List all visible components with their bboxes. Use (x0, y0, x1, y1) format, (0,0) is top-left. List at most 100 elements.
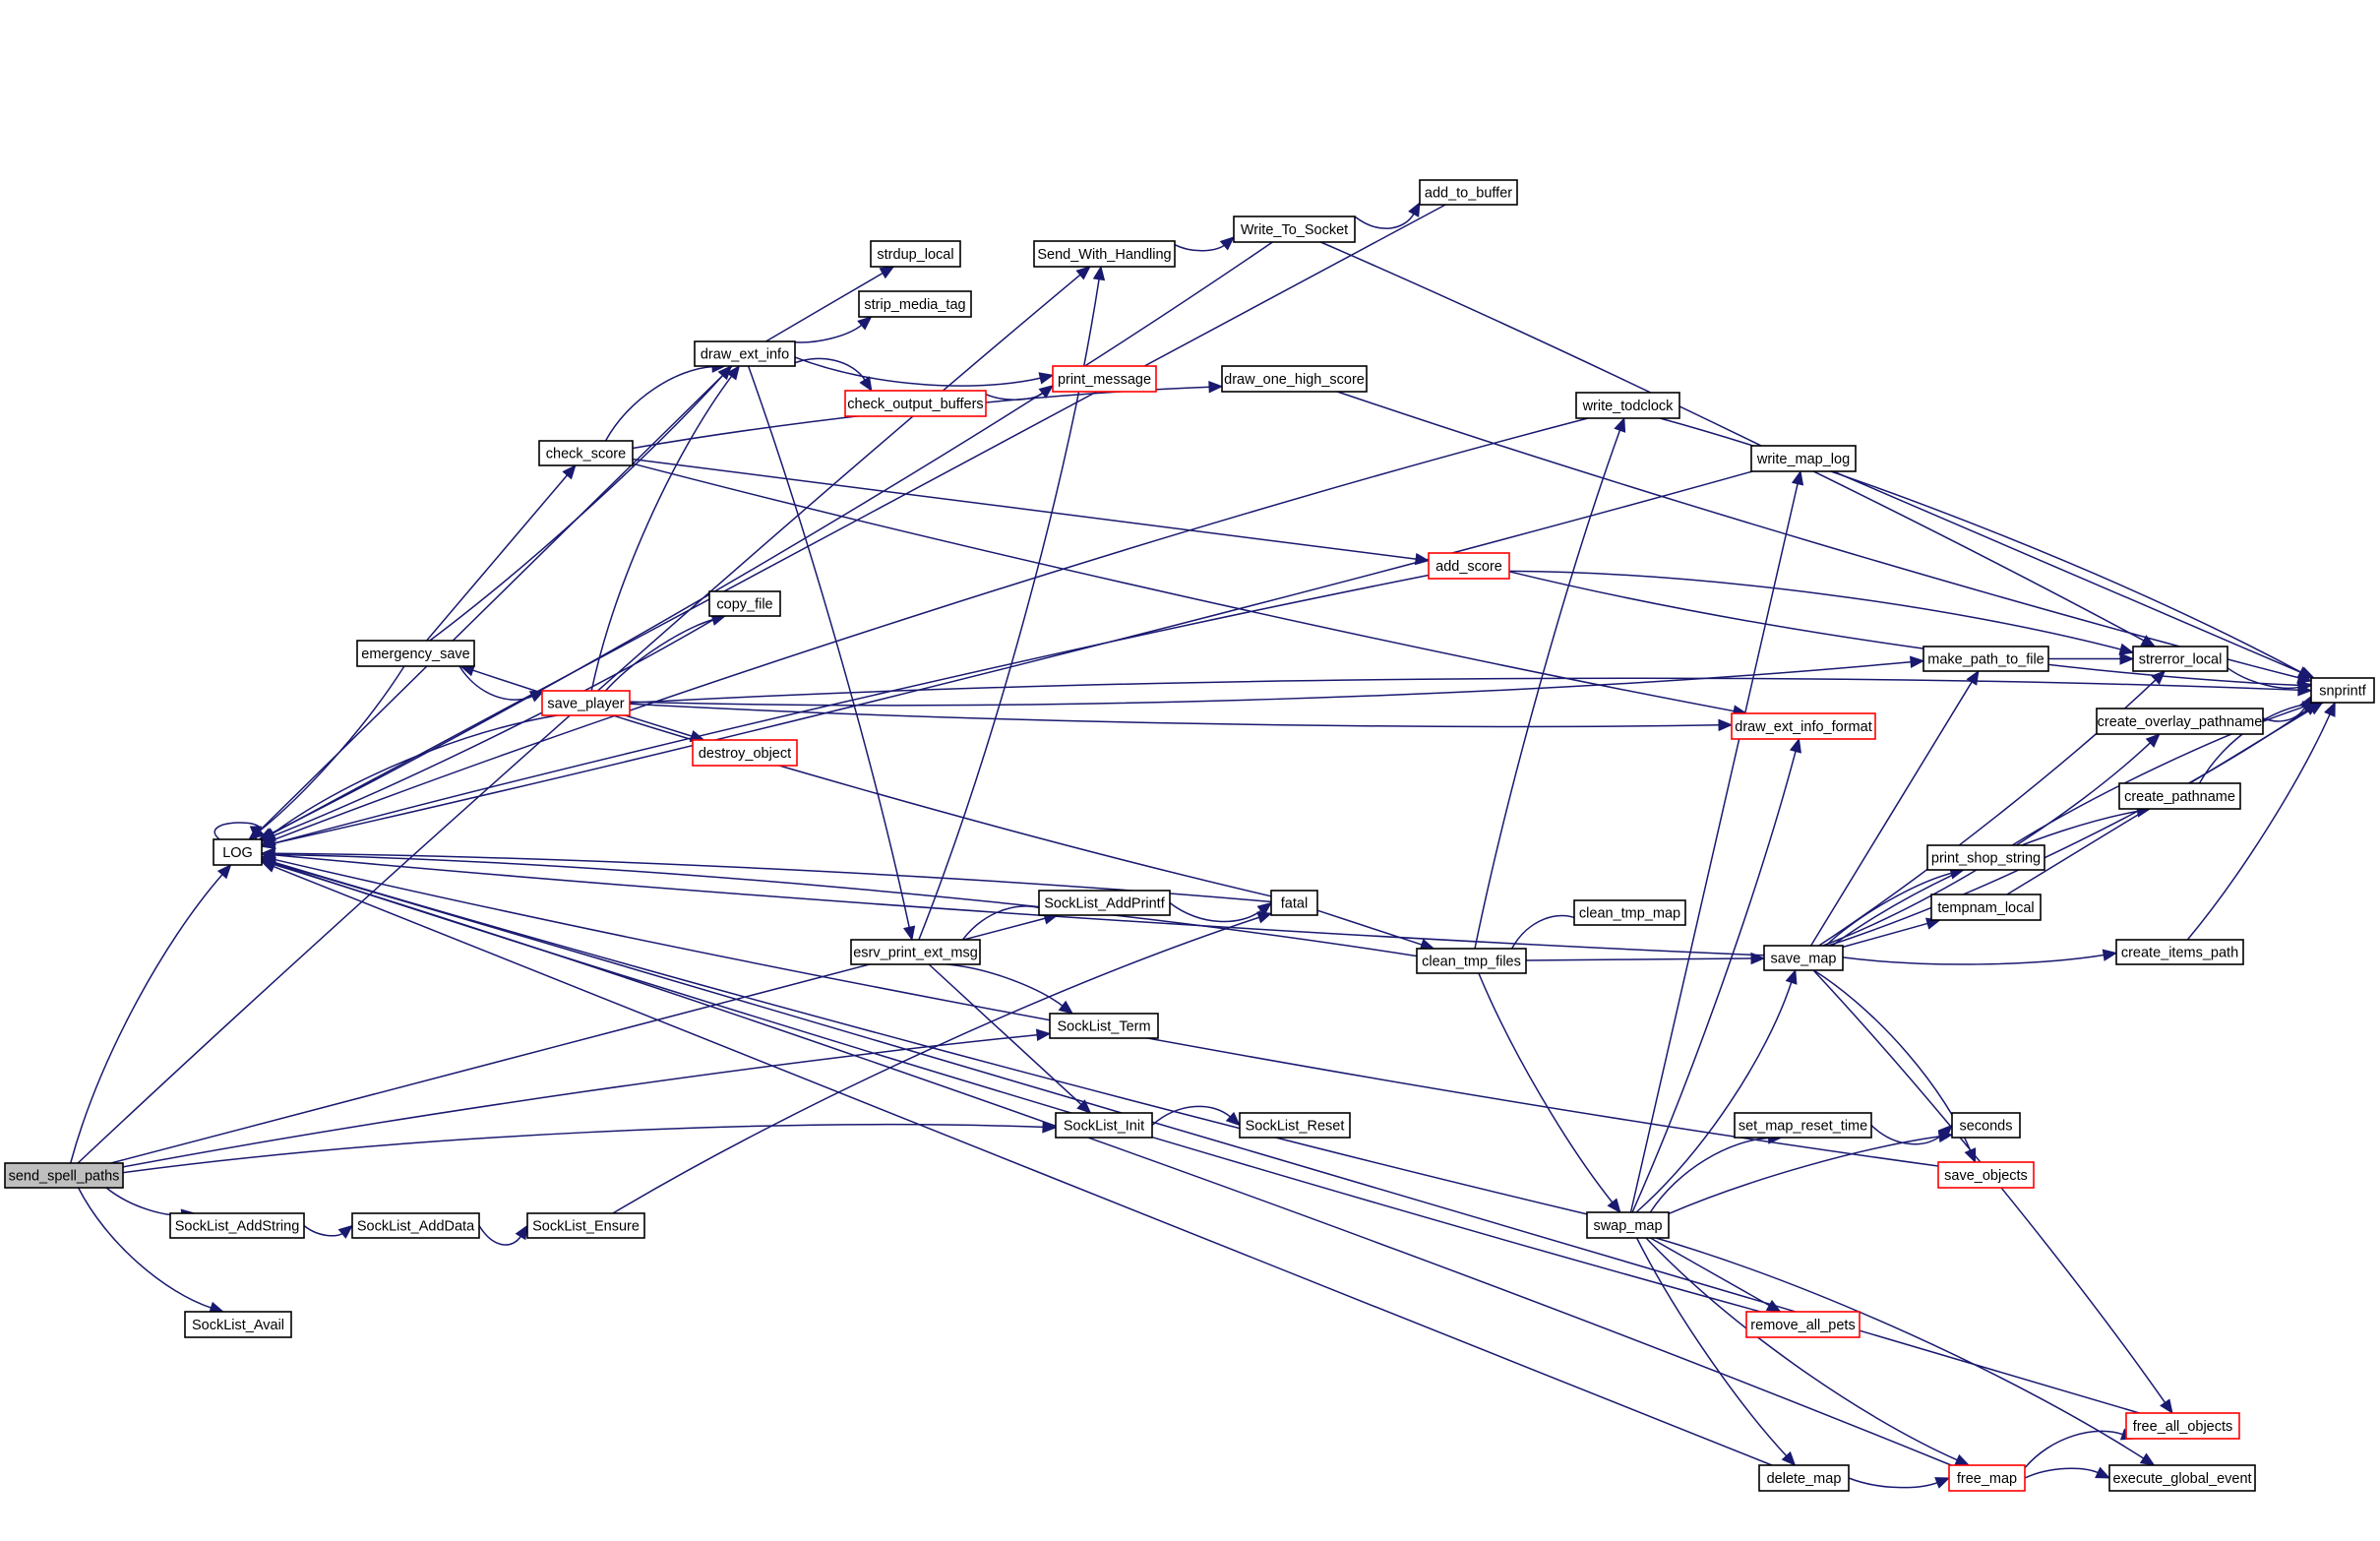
node-box[interactable] (1033, 240, 1176, 268)
node-box[interactable] (1745, 1311, 1861, 1338)
node-box[interactable] (1586, 1211, 1670, 1239)
node-print-message[interactable]: print_message (1052, 365, 1157, 393)
node-box[interactable] (1575, 392, 1680, 419)
node-box[interactable] (541, 690, 631, 716)
node-socklist-reset[interactable]: SockList_Reset (1239, 1112, 1351, 1139)
node-box[interactable] (870, 240, 961, 268)
node-copy-file[interactable]: copy_file (708, 590, 781, 617)
node-create-overlay-pathname[interactable]: create_overlay_pathname (2096, 708, 2264, 735)
node-box[interactable] (526, 1212, 645, 1239)
node-free-map[interactable]: free_map (1948, 1464, 2026, 1492)
node-snprintf[interactable]: snprintf (2310, 677, 2375, 704)
node-socklist-adddata[interactable]: SockList_AddData (351, 1212, 480, 1239)
node-box[interactable] (694, 340, 796, 367)
node-emergency-save[interactable]: emergency_save (356, 640, 475, 667)
node-make-path-to-file[interactable]: make_path_to_file (1922, 646, 2049, 672)
node-write-to-socket[interactable]: Write_To_Socket (1233, 216, 1356, 243)
node-strerror-local[interactable]: strerror_local (2132, 646, 2228, 672)
node-box[interactable] (184, 1311, 292, 1338)
node-strdup-local[interactable]: strdup_local (870, 240, 961, 268)
node-box[interactable] (844, 390, 987, 417)
node-box[interactable] (538, 440, 634, 466)
node-socklist-init[interactable]: SockList_Init (1055, 1112, 1153, 1139)
node-box[interactable] (169, 1212, 305, 1239)
node-save-player[interactable]: save_player (541, 690, 631, 716)
node-seconds[interactable]: seconds (1951, 1112, 2021, 1139)
node-box[interactable] (351, 1212, 480, 1239)
node-clean-tmp-map[interactable]: clean_tmp_map (1573, 899, 1686, 926)
node-box[interactable] (1930, 894, 2042, 921)
node-box[interactable] (2118, 782, 2241, 810)
node-set-map-reset-time[interactable]: set_map_reset_time (1734, 1112, 1872, 1139)
node-box[interactable] (2096, 708, 2264, 735)
node-add-to-buffer[interactable]: add_to_buffer (1419, 179, 1518, 206)
node-socklist-ensure[interactable]: SockList_Ensure (526, 1212, 645, 1239)
node-box[interactable] (1573, 899, 1686, 926)
node-box[interactable] (1428, 552, 1510, 580)
node-send-spell-paths[interactable]: send_spell_paths (4, 1162, 124, 1189)
node-check-output-buffers[interactable]: check_output_buffers (844, 390, 987, 417)
node-box[interactable] (1270, 890, 1318, 916)
node-write-todclock[interactable]: write_todclock (1575, 392, 1680, 419)
node-box[interactable] (1951, 1112, 2021, 1139)
node-save-map[interactable]: save_map (1763, 945, 1844, 971)
node-box[interactable] (1416, 948, 1527, 974)
node-box[interactable] (1948, 1464, 2026, 1492)
node-socklist-avail[interactable]: SockList_Avail (184, 1311, 292, 1338)
node-box[interactable] (1731, 712, 1876, 740)
node-box[interactable] (1038, 890, 1171, 916)
node-strip-media-tag[interactable]: strip_media_tag (858, 290, 972, 318)
node-socklist-term[interactable]: SockList_Term (1049, 1013, 1159, 1039)
node-box[interactable] (850, 939, 981, 965)
node-check-score[interactable]: check_score (538, 440, 634, 466)
node-box[interactable] (1750, 445, 1857, 472)
node-log[interactable]: LOG (213, 838, 263, 866)
node-box[interactable] (2108, 1464, 2256, 1492)
node-box[interactable] (1052, 365, 1157, 393)
node-esrv-print-ext-msg[interactable]: esrv_print_ext_msg (850, 939, 981, 965)
node-box[interactable] (1239, 1112, 1351, 1139)
node-box[interactable] (356, 640, 475, 667)
node-clean-tmp-files[interactable]: clean_tmp_files (1416, 948, 1527, 974)
node-box[interactable] (1233, 216, 1356, 243)
node-add-score[interactable]: add_score (1428, 552, 1510, 580)
node-box[interactable] (1049, 1013, 1159, 1039)
node-write-map-log[interactable]: write_map_log (1750, 445, 1857, 472)
node-print-shop-string[interactable]: print_shop_string (1926, 844, 2045, 871)
node-fatal[interactable]: fatal (1270, 890, 1318, 916)
node-draw-ext-info[interactable]: draw_ext_info (694, 340, 796, 367)
node-box[interactable] (2125, 1412, 2240, 1440)
node-box[interactable] (1055, 1112, 1153, 1139)
node-draw-one-high-score[interactable]: draw_one_high_score (1221, 365, 1368, 393)
node-box[interactable] (1758, 1464, 1850, 1492)
node-box[interactable] (1763, 945, 1844, 971)
node-box[interactable] (2132, 646, 2228, 672)
node-swap-map[interactable]: swap_map (1586, 1211, 1670, 1239)
node-box[interactable] (1926, 844, 2045, 871)
node-draw-ext-info-format[interactable]: draw_ext_info_format (1731, 712, 1876, 740)
node-box[interactable] (4, 1162, 124, 1189)
node-box[interactable] (708, 590, 781, 617)
node-box[interactable] (1419, 179, 1518, 206)
node-box[interactable] (1734, 1112, 1872, 1139)
node-box[interactable] (1922, 646, 2049, 672)
node-box[interactable] (858, 290, 972, 318)
node-delete-map[interactable]: delete_map (1758, 1464, 1850, 1492)
node-free-all-objects[interactable]: free_all_objects (2125, 1412, 2240, 1440)
node-execute-global-event[interactable]: execute_global_event (2108, 1464, 2256, 1492)
node-socklist-addprintf[interactable]: SockList_AddPrintf (1038, 890, 1171, 916)
node-remove-all-pets[interactable]: remove_all_pets (1745, 1311, 1861, 1338)
node-box[interactable] (2115, 939, 2244, 965)
node-box[interactable] (2310, 677, 2375, 704)
node-socklist-addstring[interactable]: SockList_AddString (169, 1212, 305, 1239)
node-box[interactable] (1937, 1161, 2035, 1189)
node-create-pathname[interactable]: create_pathname (2118, 782, 2241, 810)
node-create-items-path[interactable]: create_items_path (2115, 939, 2244, 965)
node-save-objects[interactable]: save_objects (1937, 1161, 2035, 1189)
node-box[interactable] (692, 739, 798, 767)
node-tempnam-local[interactable]: tempnam_local (1930, 894, 2042, 921)
node-box[interactable] (213, 838, 263, 866)
node-box[interactable] (1221, 365, 1368, 393)
node-destroy-object[interactable]: destroy_object (692, 739, 798, 767)
node-send-with-handling[interactable]: Send_With_Handling (1033, 240, 1176, 268)
